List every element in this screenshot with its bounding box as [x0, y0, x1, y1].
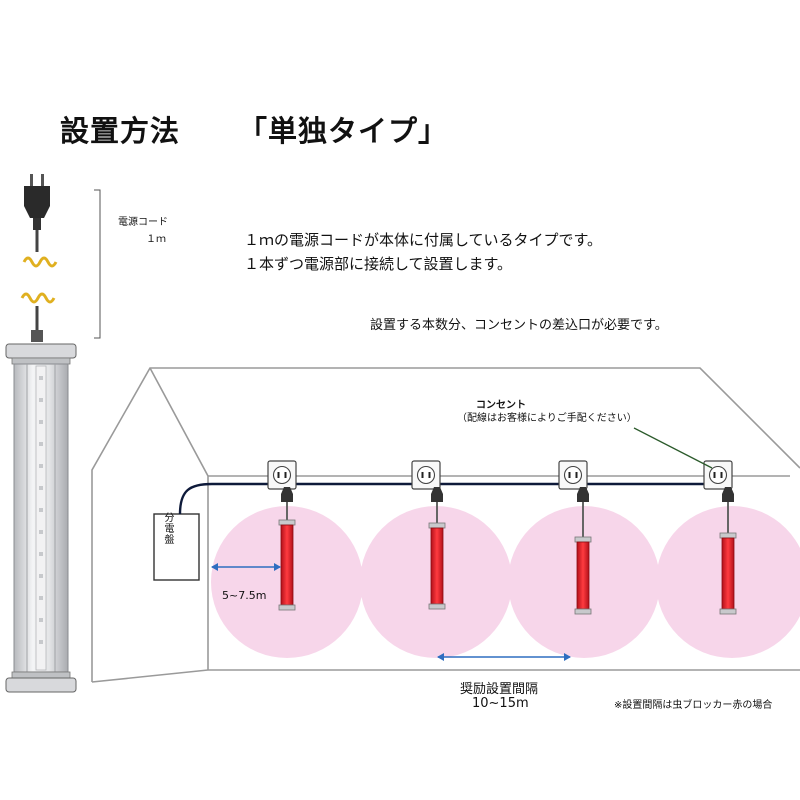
cord-length: １ｍ	[146, 234, 166, 245]
panel-label: 分電盤	[162, 512, 173, 545]
spacing-label: 奨励設置間隔	[460, 682, 539, 697]
red-lamp-4	[721, 537, 735, 610]
left-distance-label: 5~7.5m	[222, 589, 267, 602]
product-illustration	[5, 174, 77, 693]
cord-length-bracket	[94, 189, 101, 339]
outlet-4	[703, 460, 733, 490]
lamp-unit-4	[719, 487, 737, 615]
light-zones	[211, 506, 800, 658]
page-title-type: 「単独タイプ」	[238, 114, 449, 148]
red-lamp-3	[576, 541, 590, 610]
red-lamp-2	[430, 527, 444, 605]
outlet-requirement-note: 設置する本数分、コンセントの差込口が必要です。	[370, 318, 668, 333]
greenhouse-outline	[91, 367, 800, 683]
red-lamp-1	[280, 524, 294, 606]
description-line-2: １本ずつ電源部に接続して設置します。	[244, 255, 513, 273]
lamp-unit-3	[574, 487, 592, 615]
outlet-leader-line	[633, 427, 713, 469]
outlet-3	[558, 460, 588, 490]
distribution-panel	[153, 513, 200, 581]
outlet-1	[267, 460, 297, 490]
outlet-sublabel: （配線はお客様によりご手配ください）	[457, 413, 637, 424]
page-title: 設置方法	[60, 114, 181, 148]
power-wire	[178, 482, 708, 515]
outlets	[267, 460, 733, 490]
power-plug-icon	[24, 174, 50, 230]
lamp-unit-2	[428, 487, 446, 610]
cord-coil-1	[22, 256, 58, 268]
description-line-1: １ｍの電源コードが本体に付属しているタイプです。	[244, 231, 603, 249]
cord-label: 電源コード	[118, 217, 168, 228]
spacing-range: 10~15m	[472, 696, 529, 711]
outlet-2	[411, 460, 441, 490]
lamp-unit-1	[278, 487, 296, 611]
outlet-label: コンセント	[476, 400, 526, 411]
cord-coil-2	[20, 292, 56, 304]
footnote: ※設置間隔は虫ブロッカー赤の場合	[614, 700, 773, 711]
